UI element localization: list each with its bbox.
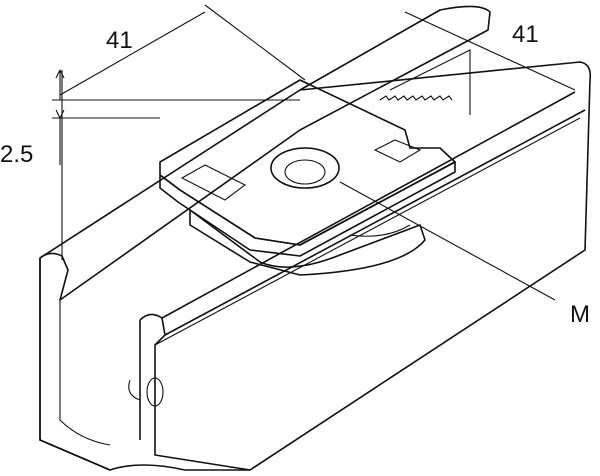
threaded-hole [270,147,340,189]
thread-size-label: M [570,301,590,328]
dimension-nut-width-label: 41 [106,27,133,54]
dimension-thickness-label: 2.5 [0,141,33,168]
channel-nut [159,79,456,276]
dimension-lines [52,4,576,301]
strut-channel [39,5,592,471]
dimension-channel-width-label: 41 [512,21,539,48]
